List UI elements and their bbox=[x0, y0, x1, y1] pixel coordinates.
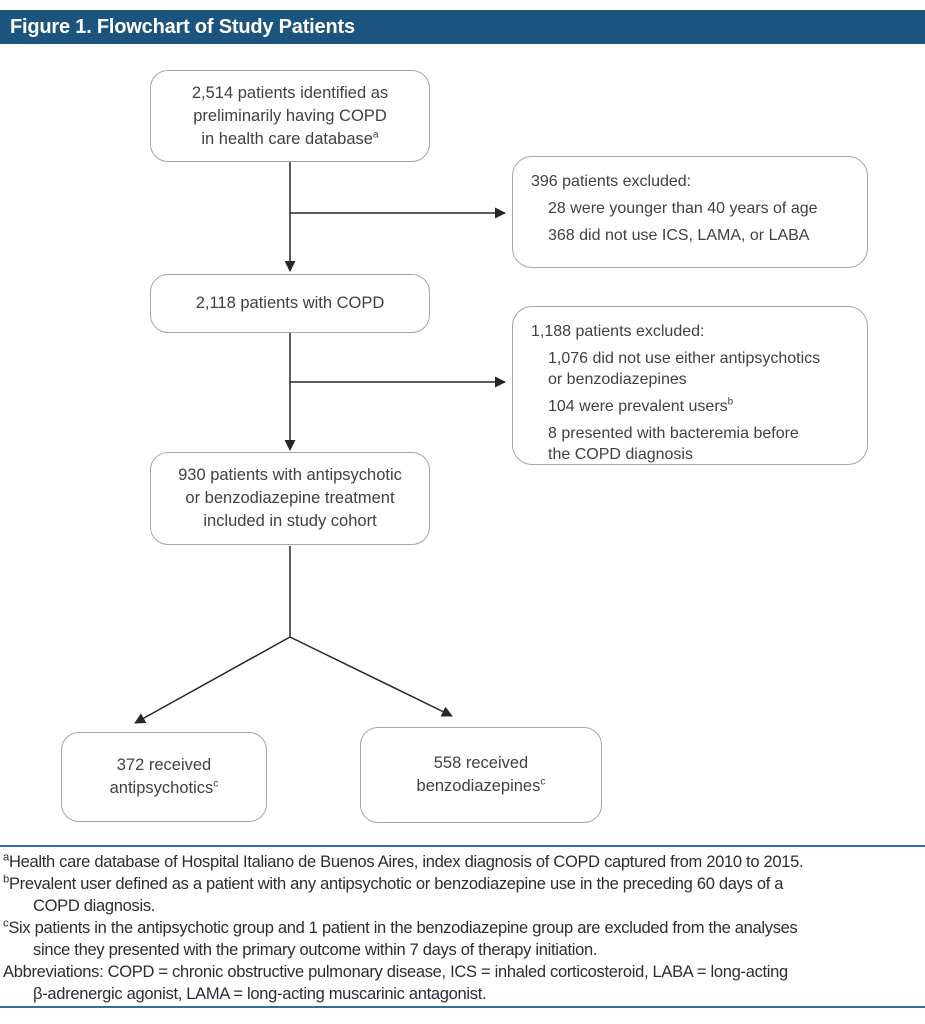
flow-box-identified: 2,514 patients identified as preliminari… bbox=[150, 70, 430, 162]
footnote-sup: a bbox=[3, 851, 9, 864]
footnote-marker-a: a bbox=[372, 129, 379, 140]
figure-title: Figure 1. Flowchart of Study Patients bbox=[10, 15, 355, 38]
flow-box-benzodiazepines: 558 received benzodiazepinesc bbox=[360, 727, 602, 823]
footnote-abbreviations: Abbreviations: COPD = chronic obstructiv… bbox=[3, 961, 919, 1005]
box-line-text: in health care database bbox=[201, 129, 373, 148]
figure-title-bar: Figure 1. Flowchart of Study Patients bbox=[0, 10, 925, 44]
flow-box-copd: 2,118 patients with COPD bbox=[150, 274, 430, 333]
footnote-marker-c: c bbox=[213, 778, 219, 790]
box-line: 930 patients with antipsychotic bbox=[178, 466, 402, 484]
box-line: 2,118 patients with COPD bbox=[195, 294, 385, 312]
excluded-title: 396 patients excluded: bbox=[531, 173, 692, 190]
footnote-text: Six patients in the antipsychotic group … bbox=[8, 919, 798, 937]
box-line: 372 received bbox=[116, 756, 212, 774]
footnote-b: bPrevalent user defined as a patient wit… bbox=[3, 873, 919, 917]
footnote-c: cSix patients in the antipsychotic group… bbox=[3, 917, 919, 961]
footnote-text: since they presented with the primary ou… bbox=[33, 941, 598, 959]
footnote-text: Prevalent user defined as a patient with… bbox=[8, 875, 784, 893]
box-line: included in study cohort bbox=[203, 512, 377, 530]
excluded-title: 1,188 patients excluded: bbox=[531, 323, 705, 340]
excluded-item: 104 were prevalent usersb bbox=[548, 396, 851, 417]
flow-box-antipsychotics: 372 received antipsychoticsc bbox=[61, 732, 267, 822]
footnote-text: β-adrenergic agonist, LAMA = long-acting… bbox=[33, 985, 487, 1003]
box-line: preliminarily having COPD bbox=[193, 106, 387, 125]
footnote-sup: c bbox=[3, 917, 9, 930]
item-line: the COPD diagnosis bbox=[548, 446, 693, 463]
excluded-item: 28 were younger than 40 years of age bbox=[548, 200, 818, 217]
footnote-text: Health care database of Hospital Italian… bbox=[8, 853, 804, 871]
item-line-text: 104 were prevalent users bbox=[548, 398, 728, 415]
bottom-divider bbox=[0, 1006, 925, 1008]
footnote-marker-b: b bbox=[727, 396, 734, 408]
item-line: 8 presented with bacteremia before bbox=[548, 425, 799, 442]
flow-box-cohort: 930 patients with antipsychotic or benzo… bbox=[150, 452, 430, 545]
box-line: 558 received bbox=[433, 754, 529, 772]
footnotes: aHealth care database of Hospital Italia… bbox=[3, 851, 919, 1005]
box-line: benzodiazepinesc bbox=[417, 775, 546, 798]
box-line-text: antipsychotics bbox=[109, 779, 214, 797]
flow-box-excluded-2: 1,188 patients excluded: 1,076 did not u… bbox=[512, 306, 868, 465]
footnote-a: aHealth care database of Hospital Italia… bbox=[3, 851, 919, 873]
footnote-marker-c: c bbox=[540, 776, 546, 788]
box-line: antipsychoticsc bbox=[110, 777, 219, 800]
box-line: or benzodiazepine treatment bbox=[185, 489, 395, 507]
item-line: or benzodiazepines bbox=[548, 371, 687, 388]
flow-box-excluded-1: 396 patients excluded: 28 were younger t… bbox=[512, 156, 868, 268]
excluded-item: 1,076 did not use either antipsychotics … bbox=[548, 348, 851, 390]
excluded-item: 368 did not use ICS, LAMA, or LABA bbox=[548, 227, 810, 244]
footnote-text: COPD diagnosis. bbox=[33, 897, 156, 915]
box-line: 2,514 patients identified as bbox=[191, 83, 389, 102]
box-line-text: benzodiazepines bbox=[416, 777, 541, 795]
footnote-sup: b bbox=[3, 873, 9, 886]
item-line: 1,076 did not use either antipsychotics bbox=[548, 350, 821, 367]
excluded-item: 8 presented with bacteremia before the C… bbox=[548, 423, 851, 465]
footnote-divider bbox=[0, 845, 925, 847]
footnote-text: Abbreviations: COPD = chronic obstructiv… bbox=[3, 963, 788, 981]
flow-connectors bbox=[134, 162, 506, 724]
box-line: in health care databasea bbox=[201, 128, 378, 151]
